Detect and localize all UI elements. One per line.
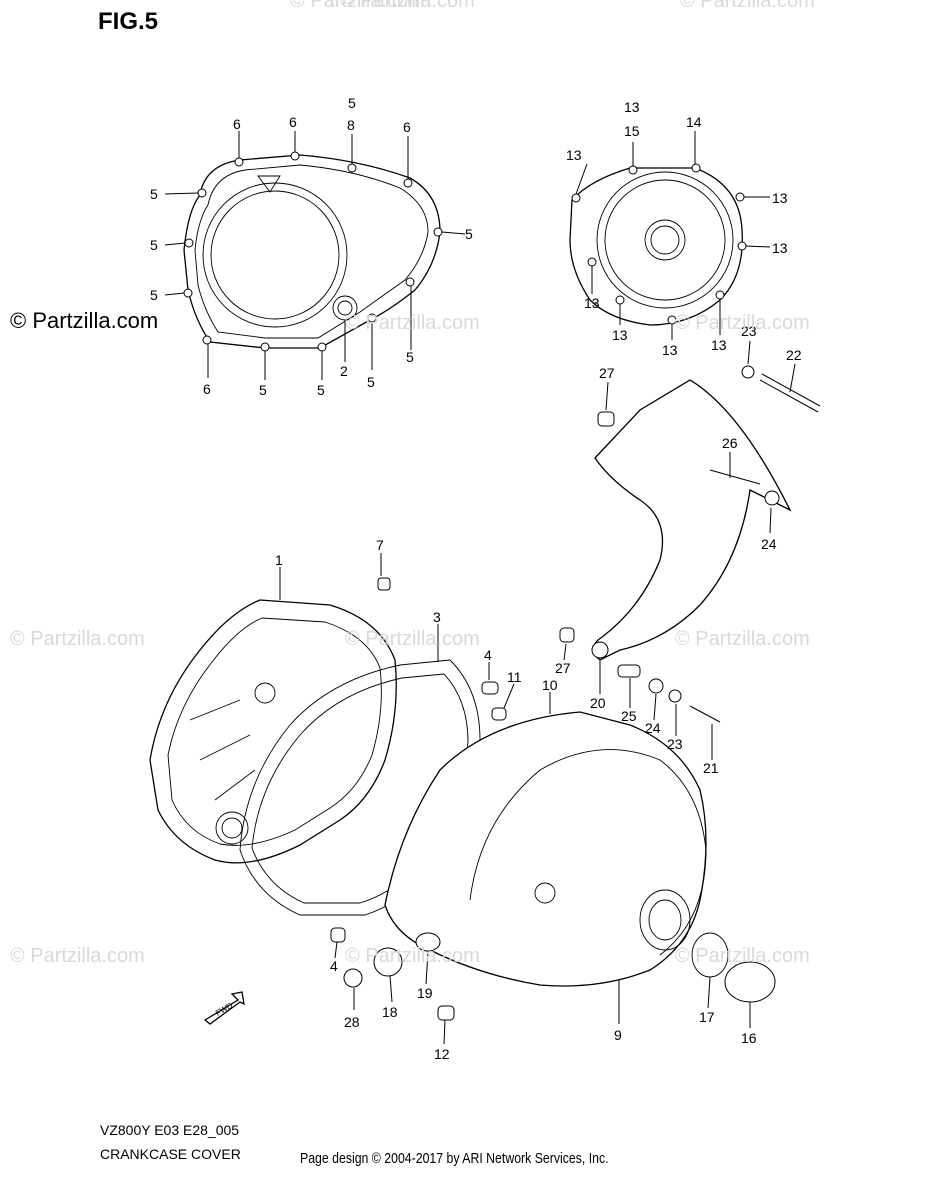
figure-code: VZ800Y E03 E28_005 bbox=[100, 1122, 240, 1138]
callout-13: 13 bbox=[612, 327, 628, 343]
leader-lines bbox=[164, 131, 796, 1045]
callout-23: 23 bbox=[741, 323, 757, 339]
callout-6: 6 bbox=[203, 381, 211, 397]
callout-5: 5 bbox=[367, 374, 375, 390]
page-credit: Page design © 2004-2017 by ARI Network S… bbox=[300, 1150, 609, 1167]
callout-18: 18 bbox=[382, 1004, 398, 1020]
callout-5: 5 bbox=[465, 226, 473, 242]
callout-19: 19 bbox=[417, 985, 433, 1001]
callout-5: 5 bbox=[150, 287, 158, 303]
callout-13: 13 bbox=[772, 190, 788, 206]
generator-cover-outline bbox=[569, 163, 747, 326]
figure-title: FIG.5 bbox=[98, 8, 159, 35]
callout-17: 17 bbox=[699, 1009, 715, 1025]
watermark: © Partzilla.com bbox=[10, 945, 145, 967]
callout-6: 6 bbox=[233, 116, 241, 132]
callout-8: 8 bbox=[347, 117, 355, 133]
fwd-arrow-icon: FWD bbox=[203, 991, 245, 1025]
callout-6: 6 bbox=[289, 114, 297, 130]
callout-16: 16 bbox=[741, 1030, 757, 1046]
callout-21: 21 bbox=[703, 760, 719, 776]
callout-2: 2 bbox=[340, 363, 348, 379]
clutch-cover-part bbox=[149, 599, 397, 864]
callout-10: 10 bbox=[542, 677, 558, 693]
callout-7: 7 bbox=[376, 537, 384, 553]
callout-13: 13 bbox=[566, 147, 582, 163]
callout-12: 12 bbox=[434, 1046, 450, 1062]
callout-3: 3 bbox=[433, 609, 441, 625]
watermark: © Partzilla.com bbox=[675, 312, 810, 334]
guard-bracket-part bbox=[591, 379, 792, 661]
callout-26: 26 bbox=[722, 435, 738, 451]
callout-1: 1 bbox=[275, 552, 283, 568]
callout-13: 13 bbox=[772, 240, 788, 256]
watermark: © Partzilla.com bbox=[340, 0, 475, 12]
watermark: © Partzilla.com bbox=[345, 628, 480, 650]
callout-25: 25 bbox=[621, 708, 637, 724]
callout-9: 9 bbox=[614, 1027, 622, 1043]
callout-13: 13 bbox=[624, 99, 640, 115]
callout-13: 13 bbox=[711, 337, 727, 353]
figure-caption: CRANKCASE COVER bbox=[100, 1146, 241, 1162]
callout-27: 27 bbox=[555, 660, 571, 676]
callout-20: 20 bbox=[590, 695, 606, 711]
callout-5: 5 bbox=[348, 95, 356, 111]
callout-5: 5 bbox=[150, 237, 158, 253]
callout-13: 13 bbox=[584, 295, 600, 311]
watermark: © Partzilla.com bbox=[10, 628, 145, 650]
watermark: © Partzilla.com bbox=[345, 312, 480, 334]
watermark: © Partzilla.com bbox=[675, 945, 810, 967]
watermark: © Partzilla.com bbox=[345, 945, 480, 967]
callout-5: 5 bbox=[259, 382, 267, 398]
watermark: © Partzilla.com bbox=[290, 0, 425, 12]
callout-6: 6 bbox=[403, 119, 411, 135]
callout-13: 13 bbox=[662, 342, 678, 358]
callout-5: 5 bbox=[150, 186, 158, 202]
callout-4: 4 bbox=[330, 958, 338, 974]
callout-24: 24 bbox=[761, 536, 777, 552]
callout-24: 24 bbox=[645, 720, 661, 736]
callout-4: 4 bbox=[484, 647, 492, 663]
callout-labels: 6 6 5 8 6 5 5 5 5 5 2 5 5 5 6 13 15 14 1… bbox=[150, 95, 802, 1062]
callout-22: 22 bbox=[786, 347, 802, 363]
watermark: © Partzilla.com bbox=[675, 628, 810, 650]
callout-27: 27 bbox=[599, 365, 615, 381]
generator-cover-part bbox=[384, 711, 707, 987]
callout-23: 23 bbox=[667, 736, 683, 752]
callout-14: 14 bbox=[686, 114, 702, 130]
copyright-notice: © Partzilla.com bbox=[10, 308, 159, 333]
callout-11: 11 bbox=[507, 669, 522, 685]
callout-5: 5 bbox=[406, 349, 414, 365]
callout-28: 28 bbox=[344, 1014, 360, 1030]
watermark: © Partzilla.com bbox=[680, 0, 815, 12]
callout-15: 15 bbox=[624, 123, 640, 139]
callout-5: 5 bbox=[317, 382, 325, 398]
